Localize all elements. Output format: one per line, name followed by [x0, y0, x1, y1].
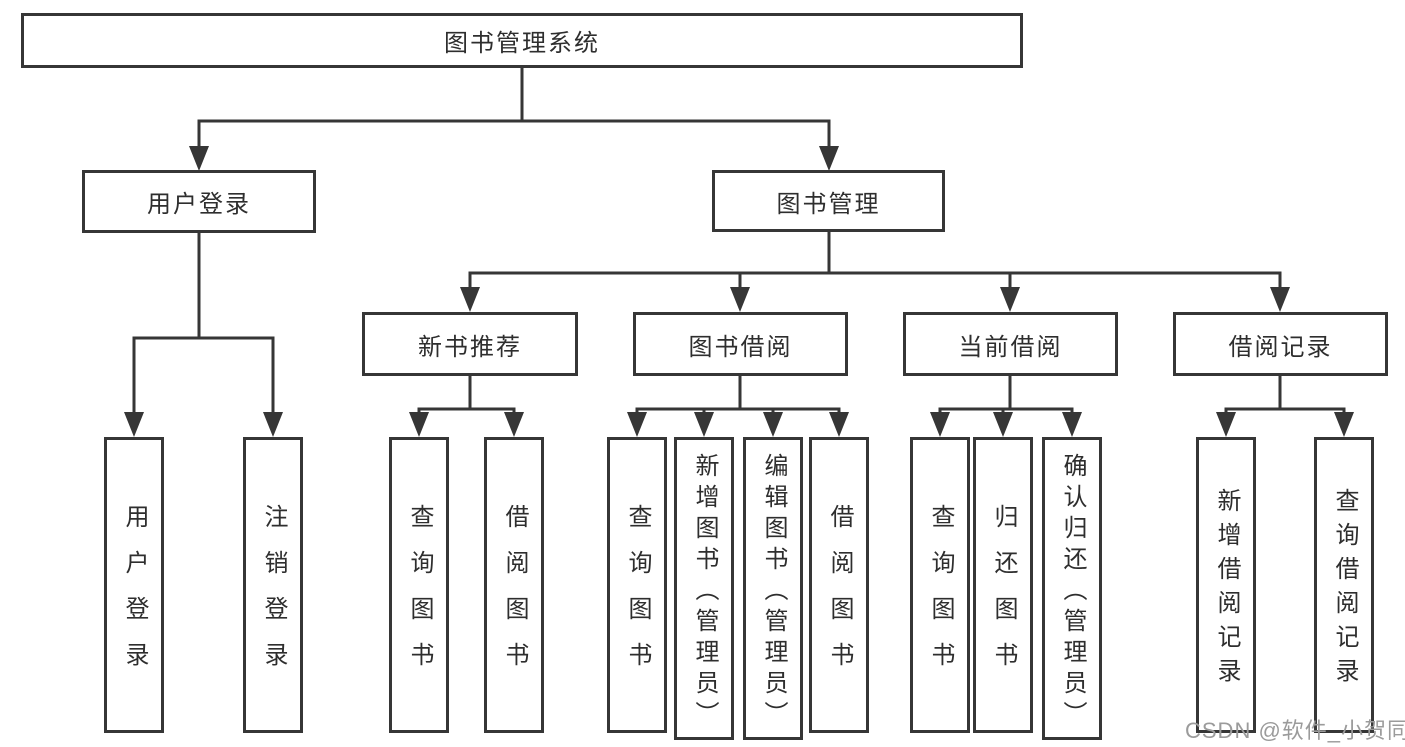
arrowhead-down-icon	[694, 412, 714, 437]
arrowhead-down-icon	[1000, 287, 1020, 312]
arrowhead-down-icon	[730, 287, 750, 312]
node-label: 用户登录	[147, 191, 251, 218]
arrowhead-down-icon	[1334, 412, 1354, 437]
arrowhead-down-icon	[409, 412, 429, 437]
leaf-label: 查询图书	[624, 504, 651, 688]
leaf-label: 新增图书（管理员）	[691, 452, 718, 732]
leaf-return-books: 归还图书	[973, 437, 1033, 733]
node-book-borrow: 图书借阅	[633, 312, 848, 376]
arrowhead-down-icon	[627, 412, 647, 437]
leaf-edit-books-admin: 编辑图书（管理员）	[743, 437, 803, 740]
leaf-label: 确认归还（管理员）	[1059, 452, 1086, 732]
leaf-user-login: 用户登录	[104, 437, 164, 733]
arrowhead-down-icon	[460, 287, 480, 312]
leaf-label: 查询图书	[406, 504, 433, 688]
node-current-borrow: 当前借阅	[903, 312, 1118, 376]
arrowhead-down-icon	[189, 146, 209, 171]
arrowhead-down-icon	[1270, 287, 1290, 312]
leaf-label: 新增借阅记录	[1213, 488, 1240, 692]
leaf-label: 借阅图书	[501, 504, 528, 688]
node-label: 图书管理系统	[444, 30, 600, 57]
leaf-label: 归还图书	[990, 504, 1017, 688]
leaf-label: 查询图书	[927, 504, 954, 688]
leaf-confirm-return-admin: 确认归还（管理员）	[1042, 437, 1102, 740]
leaf-query-books-1: 查询图书	[389, 437, 449, 733]
arrowhead-down-icon	[1216, 412, 1236, 437]
leaf-label: 借阅图书	[826, 504, 853, 688]
leaf-label: 编辑图书（管理员）	[760, 452, 787, 732]
leaf-query-books-2: 查询图书	[607, 437, 667, 733]
leaf-borrow-books-2: 借阅图书	[809, 437, 869, 733]
leaf-query-borrow-record: 查询借阅记录	[1314, 437, 1374, 733]
leaf-label: 查询借阅记录	[1331, 488, 1358, 692]
node-new-book-recommend: 新书推荐	[362, 312, 578, 376]
node-label: 新书推荐	[418, 333, 522, 361]
arrowhead-down-icon	[763, 412, 783, 437]
node-label: 借阅记录	[1228, 333, 1333, 361]
arrowhead-down-icon	[263, 412, 283, 437]
arrowhead-down-icon	[819, 146, 839, 171]
arrowhead-down-icon	[504, 412, 524, 437]
node-label: 图书借阅	[688, 333, 793, 361]
leaf-label: 注销登录	[260, 504, 287, 688]
node-user-login: 用户登录	[82, 170, 316, 233]
arrowhead-down-icon	[930, 412, 950, 437]
node-label: 图书管理	[776, 190, 881, 218]
leaf-logout: 注销登录	[243, 437, 303, 733]
leaf-add-borrow-record: 新增借阅记录	[1196, 437, 1256, 733]
arrowhead-down-icon	[829, 412, 849, 437]
arrowhead-down-icon	[1062, 412, 1082, 437]
node-root-system: 图书管理系统	[21, 13, 1023, 68]
node-borrow-records: 借阅记录	[1173, 312, 1388, 376]
leaf-label: 用户登录	[121, 504, 148, 688]
leaf-query-books-3: 查询图书	[910, 437, 970, 733]
csdn-watermark: CSDN @软件_小贺同学	[1185, 718, 1405, 743]
arrowhead-down-icon	[124, 412, 144, 437]
leaf-borrow-books-1: 借阅图书	[484, 437, 544, 733]
node-book-management: 图书管理	[712, 170, 945, 232]
node-label: 当前借阅	[958, 333, 1063, 361]
leaf-add-books-admin: 新增图书（管理员）	[674, 437, 734, 740]
arrowheads	[124, 146, 1354, 437]
arrowhead-down-icon	[993, 412, 1013, 437]
